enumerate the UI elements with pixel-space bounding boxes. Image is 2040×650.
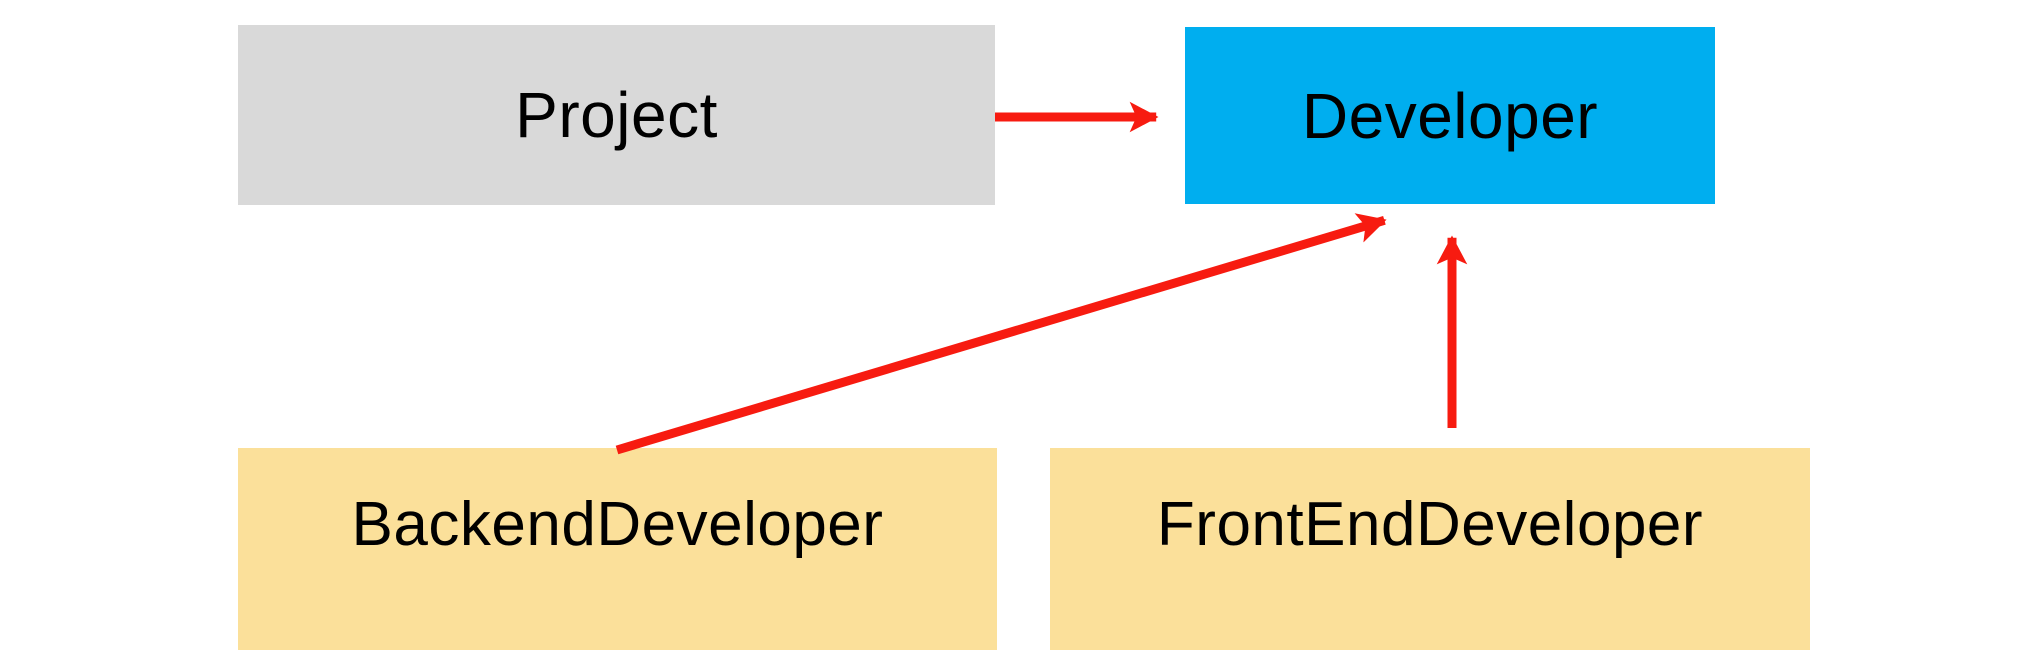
node-frontend-developer-label: FrontEndDeveloper [1156, 490, 1704, 559]
node-frontend-developer[interactable]: FrontEndDeveloper [1050, 448, 1810, 650]
node-project-label: Project [515, 79, 718, 151]
node-backend-developer-label: BackendDeveloper [351, 490, 884, 559]
node-backend-developer[interactable]: BackendDeveloper [238, 448, 997, 650]
node-developer[interactable]: Developer [1185, 27, 1715, 204]
node-project[interactable]: Project [238, 25, 995, 205]
node-developer-label: Developer [1301, 79, 1599, 152]
arrow-backend-developer-to-developer[interactable] [615, 213, 1387, 455]
